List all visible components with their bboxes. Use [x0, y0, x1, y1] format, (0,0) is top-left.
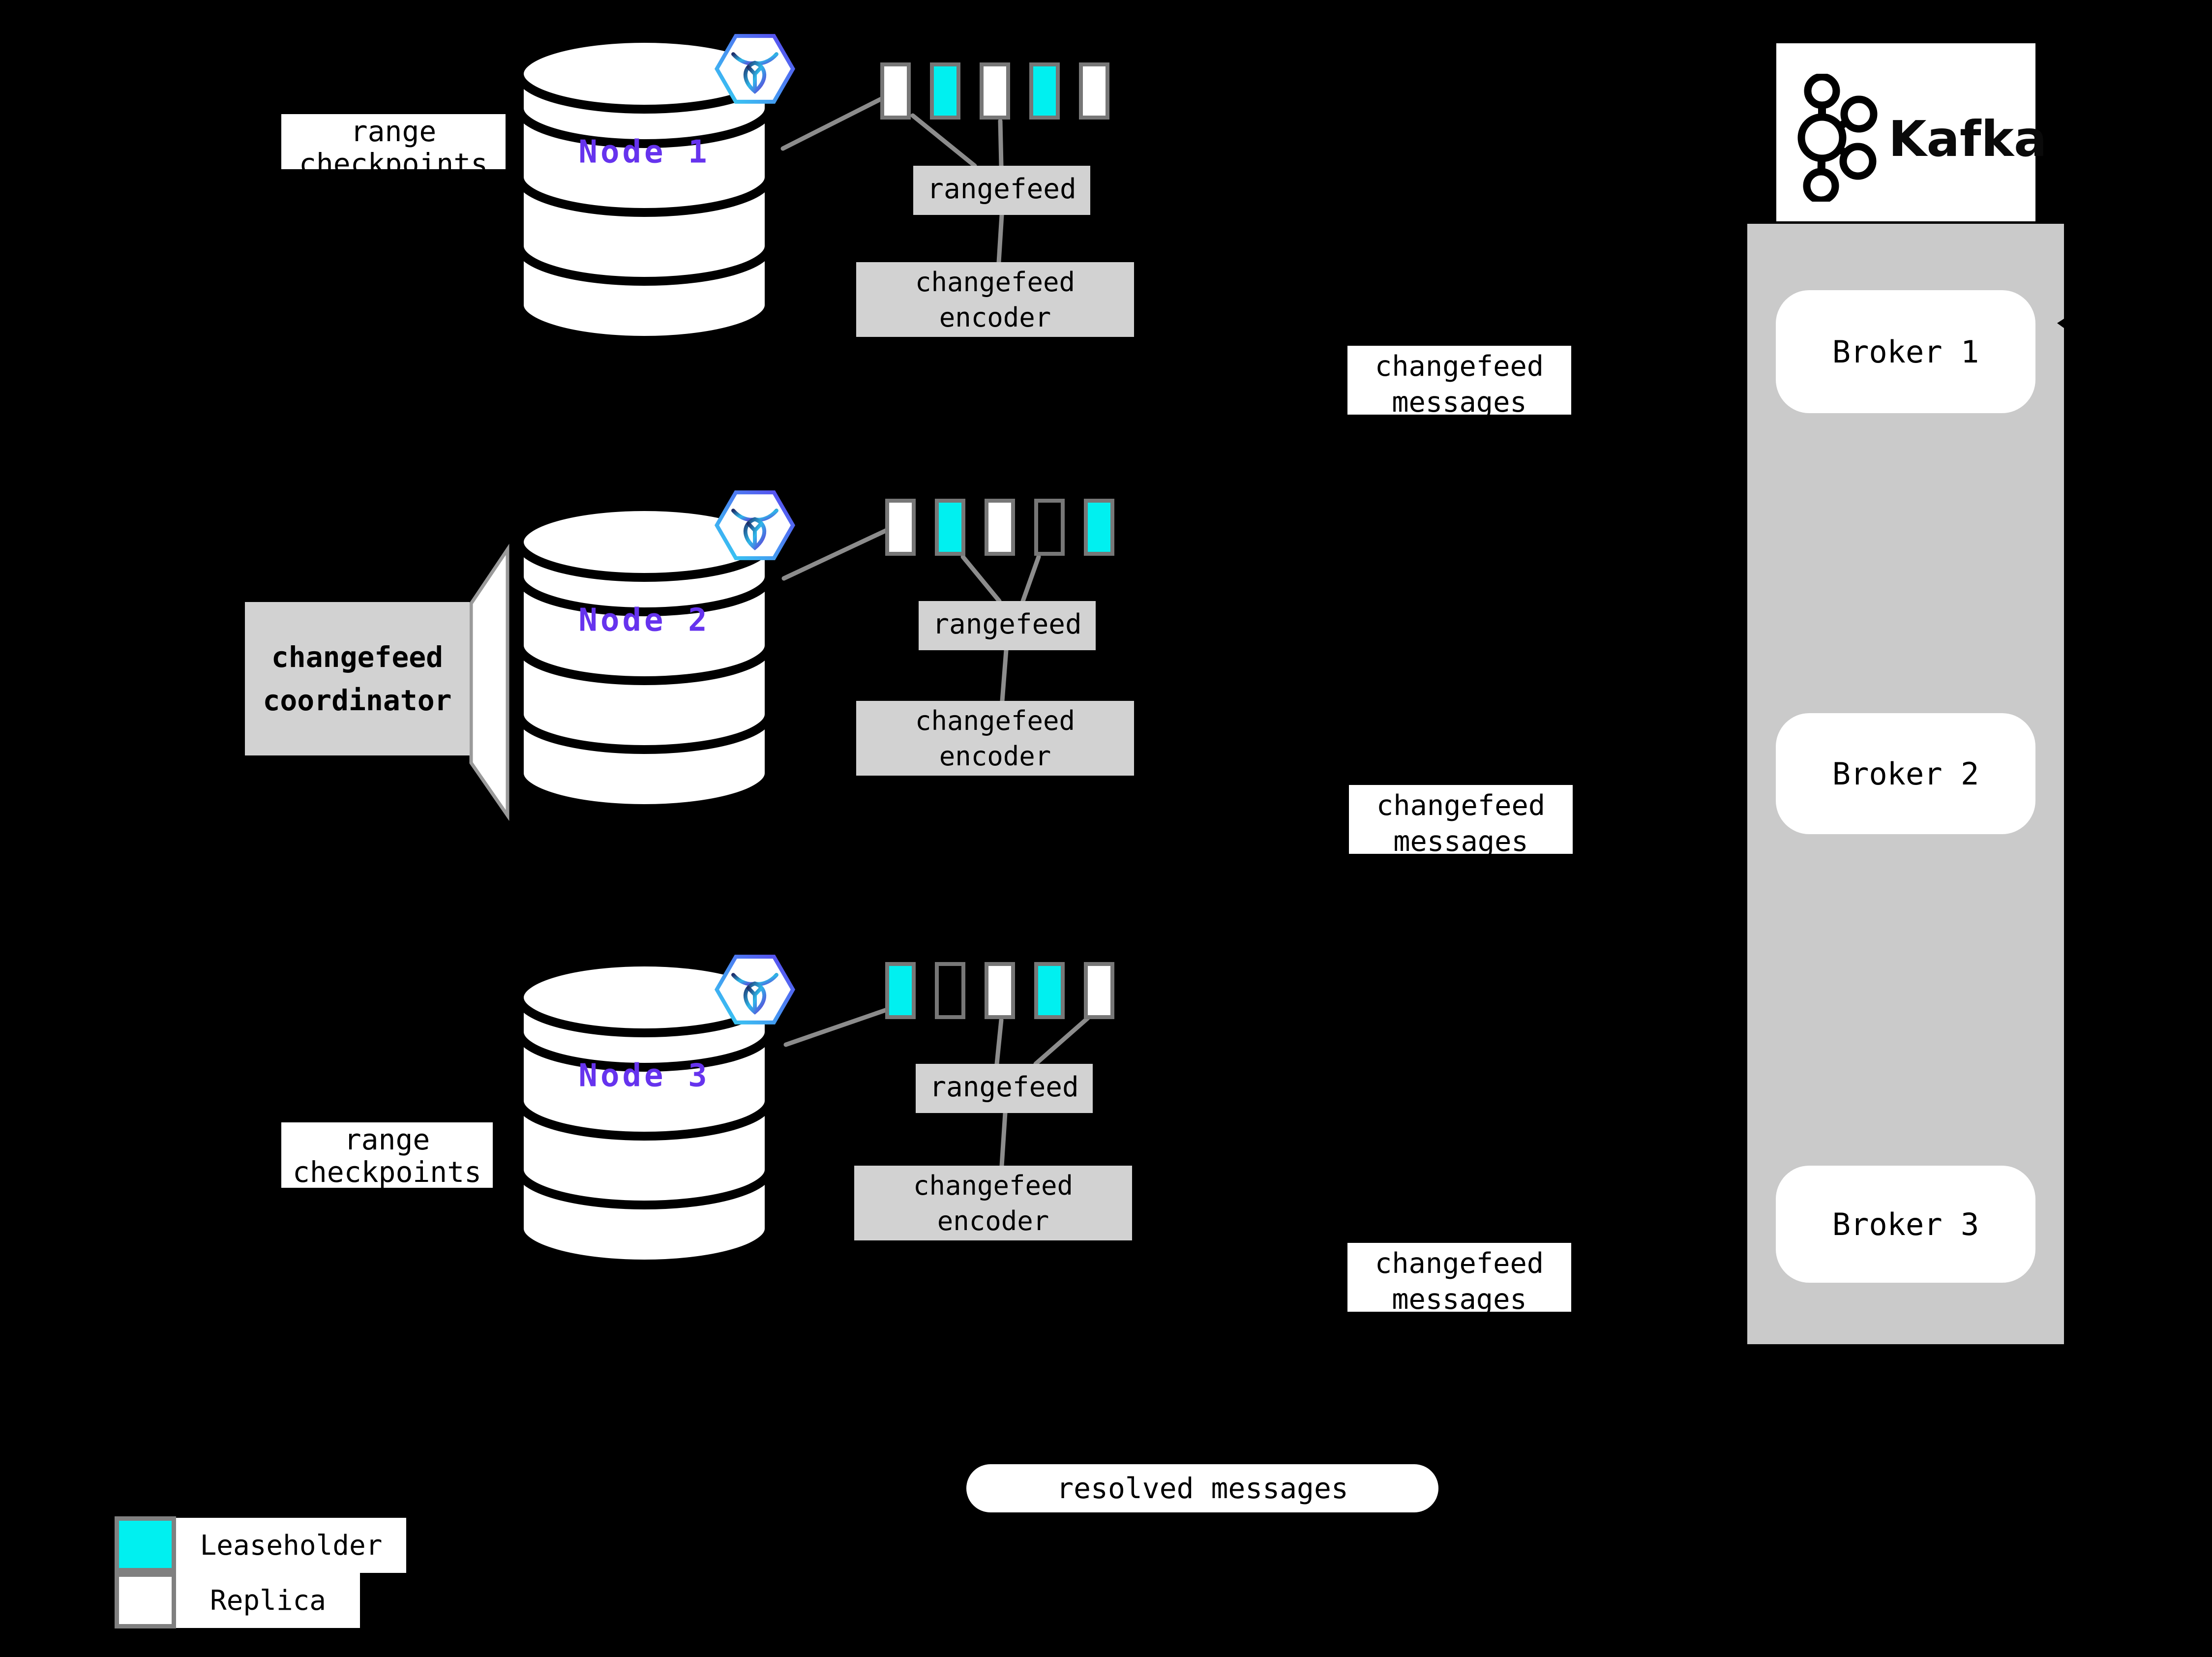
range-squares-row-node3 [885, 962, 1114, 1019]
changefeed-encoder-box: changefeed encoder [854, 1166, 1132, 1240]
range-square [935, 962, 965, 1019]
range-square [985, 499, 1015, 556]
connector-node3-range [783, 1007, 891, 1047]
broker-box-2: Broker 2 [1776, 713, 2035, 834]
range-square [1079, 62, 1109, 120]
broker-box-3: Broker 3 [1776, 1166, 2035, 1283]
range-checkpoints-label: range checkpoints [281, 114, 506, 169]
messages-label-line2: messages [1392, 1283, 1527, 1316]
connector-line-group [780, 96, 1090, 1168]
range-square [1034, 962, 1065, 1019]
rangefeed-label: rangefeed [927, 173, 1076, 205]
encoder-label-line2: encoder [937, 1205, 1049, 1236]
changefeed-coordinator-label: changefeed coordinator [245, 602, 470, 755]
legend-replica-swatch [115, 1572, 176, 1628]
changefeed-messages-label: changefeed messages [1349, 785, 1573, 858]
rangefeed-box: rangefeed [913, 166, 1090, 215]
legend-replica-text: Replica [209, 1584, 326, 1617]
node2-cylinder: Node 2 [515, 502, 774, 811]
cockroachdb-logo-icon [714, 490, 796, 560]
messages-label-line1: changefeed [1375, 350, 1544, 383]
messages-label-line2: messages [1392, 386, 1527, 419]
range-checkpoints-line2: checkpoints [292, 1155, 482, 1188]
broker-box-1: Broker 1 [1776, 290, 2035, 413]
cockroachdb-logo-icon [714, 34, 796, 104]
node1-label: Node 1 [578, 134, 710, 171]
node3-cylinder: Node 3 [515, 958, 774, 1266]
range-square [1084, 962, 1114, 1019]
encoder-label-line1: changefeed [915, 705, 1076, 736]
broker-3-label: Broker 3 [1832, 1206, 1979, 1242]
range-square [1034, 499, 1065, 556]
cylinder-body [519, 74, 769, 340]
rangefeed-label: rangefeed [932, 608, 1082, 640]
node3-label: Node 3 [578, 1058, 710, 1094]
legend-replica-label: Replica [176, 1573, 360, 1628]
range-square [880, 62, 911, 120]
connector-rangefeed-encoder-1 [996, 212, 1004, 265]
range-squares-row-node2 [885, 499, 1114, 556]
connector-range-rangefeed-3b [1033, 1016, 1090, 1066]
node2-label: Node 2 [578, 603, 710, 639]
range-square [985, 962, 1015, 1019]
rangefeed-box: rangefeed [916, 1064, 1093, 1113]
encoder-label-line1: changefeed [913, 1170, 1074, 1201]
range-square [930, 62, 960, 120]
encoder-label-line2: encoder [939, 302, 1051, 333]
messages-label-line2: messages [1393, 825, 1528, 858]
range-square [1029, 62, 1060, 120]
range-square [885, 962, 916, 1019]
changefeed-encoder-box: changefeed encoder [856, 701, 1134, 776]
range-square [1084, 499, 1114, 556]
coordinator-label-line1: changefeed [271, 640, 444, 674]
range-checkpoints-label: range checkpoints [281, 1122, 493, 1188]
kafka-title: Kafka [1888, 110, 2047, 168]
broker-2-label: Broker 2 [1832, 755, 1979, 792]
connector-rangefeed-encoder-2 [1000, 648, 1009, 703]
node1-cylinder: Node 1 [515, 34, 774, 342]
connector-range-rangefeed-1b [998, 119, 1004, 168]
range-checkpoints-line1: range [350, 115, 437, 148]
rangefeed-box: rangefeed [919, 601, 1096, 650]
range-square [935, 499, 965, 556]
connector-range-rangefeed-2b [1020, 554, 1041, 603]
rangefeed-label: rangefeed [929, 1071, 1079, 1103]
messages-label-line1: changefeed [1375, 1247, 1544, 1280]
cockroachdb-logo-icon [714, 955, 796, 1024]
encoder-label-line1: changefeed [915, 267, 1076, 298]
arrowhead-icon [2057, 319, 2064, 328]
range-checkpoints-line1: range [344, 1123, 430, 1156]
connector-range-rangefeed-2a [960, 554, 1002, 603]
connector-node1-range [780, 96, 885, 151]
connector-node2-range [781, 528, 889, 581]
changefeed-messages-label: changefeed messages [1347, 1243, 1571, 1316]
legend-leaseholder-label: Leaseholder [176, 1518, 406, 1573]
encoder-label-line2: encoder [939, 741, 1051, 772]
legend-leaseholder-text: Leaseholder [200, 1529, 383, 1562]
legend-leaseholder-swatch [115, 1516, 176, 1572]
range-square [885, 499, 916, 556]
range-square [980, 62, 1010, 120]
connector-rangefeed-encoder-3 [999, 1111, 1008, 1168]
range-squares-row-node1 [880, 62, 1109, 120]
kafka-logo-icon [1797, 74, 1878, 202]
broker-1-label: Broker 1 [1832, 333, 1979, 370]
coordinator-flag [469, 543, 509, 821]
coordinator-label-line2: coordinator [263, 684, 452, 717]
range-checkpoints-line2: checkpoints [299, 147, 488, 169]
connector-range-rangefeed-3a [994, 1018, 1004, 1066]
messages-label-line1: changefeed [1376, 789, 1546, 822]
changefeed-encoder-box: changefeed encoder [856, 262, 1134, 337]
connector-range-rangefeed-1a [910, 113, 977, 168]
changefeed-messages-label: changefeed messages [1347, 346, 1571, 419]
resolved-messages-pill: resolved messages [966, 1464, 1438, 1512]
